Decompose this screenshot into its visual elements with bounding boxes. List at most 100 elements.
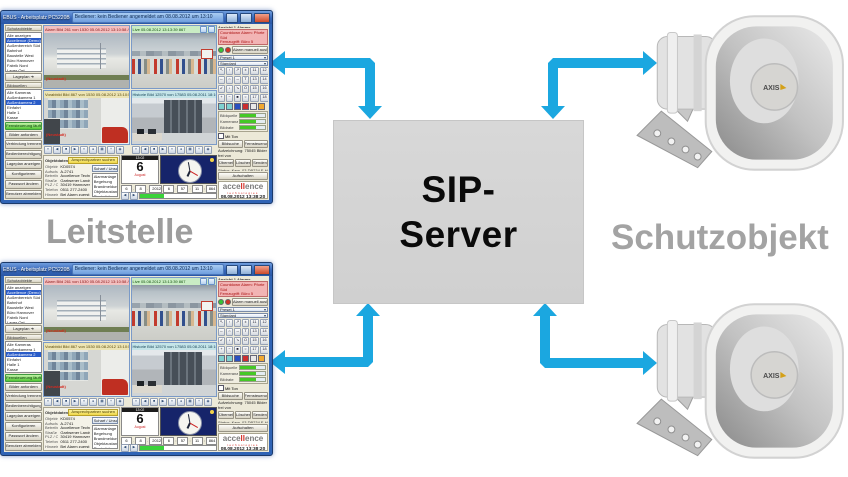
color-preset-button[interactable] (250, 355, 257, 363)
camera-image-vorabbild[interactable]: (Neustadt) (44, 98, 129, 144)
playback-button[interactable]: ◉ (116, 398, 124, 406)
camera-pane-live[interactable]: Live 05.08.2012 13:13:39 867 (130, 277, 217, 341)
nav-button[interactable]: ▶ (130, 192, 138, 200)
playback-button[interactable]: » (168, 398, 176, 406)
playback-button[interactable]: ◀ (141, 146, 149, 154)
camera-pane-historie[interactable]: Historie Bild 12570 von 17583 05.08.2011… (130, 342, 217, 397)
sidebar-function-button[interactable]: Bedienberechtigung abgeben (5, 150, 42, 160)
maximize-button[interactable] (240, 12, 252, 23)
camera-image-alarm[interactable]: (Neustadt) (44, 285, 129, 340)
dropdown-item[interactable]: Begehung (93, 179, 112, 184)
camera-tool-icon[interactable] (200, 278, 207, 285)
profile-combobox[interactable]: Standard▾ (218, 312, 268, 319)
lageplan-button[interactable]: Lageplan ➜ (5, 325, 42, 334)
ptz-button[interactable]: + (218, 94, 225, 103)
ptz-button[interactable]: ↓ (226, 337, 233, 346)
apply-button[interactable]: Senden (252, 410, 268, 419)
ptz-button[interactable]: T (242, 76, 249, 85)
sidebar-function-button[interactable]: Konfigurieren (5, 422, 42, 432)
list-item[interactable]: Einfahrt (7, 357, 21, 363)
ptz-button[interactable]: − (226, 346, 233, 355)
playback-button[interactable]: ▶ (71, 398, 79, 406)
ptz-button[interactable]: 16 (260, 85, 268, 94)
category-combobox[interactable]: Scharf / Unscharf▾ (91, 417, 118, 424)
list-item[interactable]: Außenkamera 2 (6, 100, 41, 106)
list-item[interactable]: Außenkamera 2 (6, 352, 41, 358)
fernsteuerung-status-button[interactable]: Fernsteuerung läuft (5, 122, 42, 131)
sidebar-function-button[interactable]: Passwort ändern (5, 432, 42, 442)
playback-button[interactable]: « (132, 398, 140, 406)
ptz-button[interactable]: ■ (234, 94, 241, 103)
ptz-button[interactable]: 13 (250, 328, 259, 337)
timeline-progress[interactable] (139, 193, 217, 199)
minimize-button[interactable] (226, 264, 238, 275)
slider-track[interactable] (239, 377, 266, 383)
playback-button[interactable]: + (107, 398, 115, 406)
ptz-button[interactable]: + (218, 346, 225, 355)
ptz-button[interactable]: ± (242, 67, 249, 76)
camera-tool-icon[interactable] (208, 26, 215, 33)
reject-alarm-icon[interactable] (225, 298, 231, 305)
list-item[interactable]: Büro Hannover (7, 310, 34, 316)
ptz-button[interactable]: T (242, 328, 249, 337)
dropdown-item[interactable]: Alarmanlage (93, 426, 117, 431)
ptz-button[interactable]: ↘ (234, 85, 241, 94)
time-minute-field[interactable]: 57 (177, 436, 189, 445)
sidebar-function-button[interactable]: Konfigurieren (5, 170, 42, 180)
ptz-button[interactable]: 12 (260, 319, 268, 328)
apply-button[interactable]: Senden (252, 158, 268, 167)
ptz-button[interactable]: 14 (260, 76, 268, 85)
playback-button[interactable]: ◉ (204, 146, 212, 154)
slider-track[interactable] (239, 371, 266, 377)
sidebar-function-button[interactable]: Passwort ändern (5, 180, 42, 190)
time-ms-field[interactable]: 864 (205, 436, 217, 445)
slider-track[interactable] (239, 119, 266, 125)
time-minute-field[interactable]: 57 (177, 184, 189, 193)
playback-button[interactable]: ◉ (116, 146, 124, 154)
nav-button[interactable]: ▶ (130, 444, 138, 452)
camera-image-live[interactable] (131, 33, 216, 88)
ptz-button[interactable]: 13 (250, 76, 259, 85)
color-preset-button[interactable] (226, 355, 233, 363)
playback-button[interactable]: ● (89, 398, 97, 406)
ptz-button[interactable]: ⌂ (226, 328, 233, 337)
color-preset-button[interactable] (234, 355, 241, 363)
playback-button[interactable]: « (44, 398, 52, 406)
timeline-progress[interactable] (139, 445, 217, 451)
ptz-button[interactable]: 12 (260, 67, 268, 76)
reject-alarm-icon[interactable] (225, 46, 231, 53)
camera-pane-alarm[interactable]: Alarm Bild 261 von 1530 05.08.2012 13:10… (43, 25, 130, 89)
color-preset-button[interactable] (218, 103, 225, 111)
ptz-button[interactable]: 14 (260, 328, 268, 337)
ptz-button[interactable]: 17 (250, 346, 259, 355)
apply-button[interactable]: Übernehmen (218, 158, 234, 167)
aufschalten-button[interactable]: Aufschalten (218, 423, 268, 432)
color-preset-button[interactable] (234, 103, 241, 111)
list-item[interactable]: Accellence (Demo) (6, 38, 41, 44)
playback-button[interactable]: » (80, 146, 88, 154)
ptz-button[interactable]: ○ (242, 346, 249, 355)
list-item[interactable]: Serverraum (6, 372, 41, 373)
dropdown-item[interactable]: Objektzustand (93, 189, 117, 194)
ansprechpartner-suchen-button[interactable]: Ansprechpartner suchen (68, 157, 118, 164)
apply-button[interactable]: Übernehmen (218, 410, 234, 419)
list-item[interactable]: Baustelle West (7, 53, 34, 59)
dropdown-item[interactable]: Revierfahrer (93, 446, 116, 449)
date-month-field[interactable]: 8 (135, 436, 147, 445)
ptz-button[interactable]: → (234, 328, 241, 337)
ptz-button[interactable]: 11 (250, 319, 259, 328)
list-item[interactable]: Fabrik Nord (7, 315, 28, 321)
ptz-button[interactable]: ↑ (226, 319, 233, 328)
ptz-button[interactable]: 18 (260, 94, 268, 103)
playback-button[interactable]: ◀ (53, 146, 61, 154)
ptz-button[interactable]: → (234, 76, 241, 85)
aufschalten-button[interactable]: Aufschalten (218, 171, 268, 180)
fernsteuerung-button[interactable]: Fernsteuerung (243, 392, 268, 401)
bilder-anfordern-button[interactable]: Bilder anfordern (5, 383, 42, 392)
category-combobox[interactable]: Scharf / Unscharf▾ (91, 165, 118, 172)
playback-button[interactable]: + (195, 146, 203, 154)
bilder-anfordern-button[interactable]: Bilder anfordern (5, 131, 42, 140)
